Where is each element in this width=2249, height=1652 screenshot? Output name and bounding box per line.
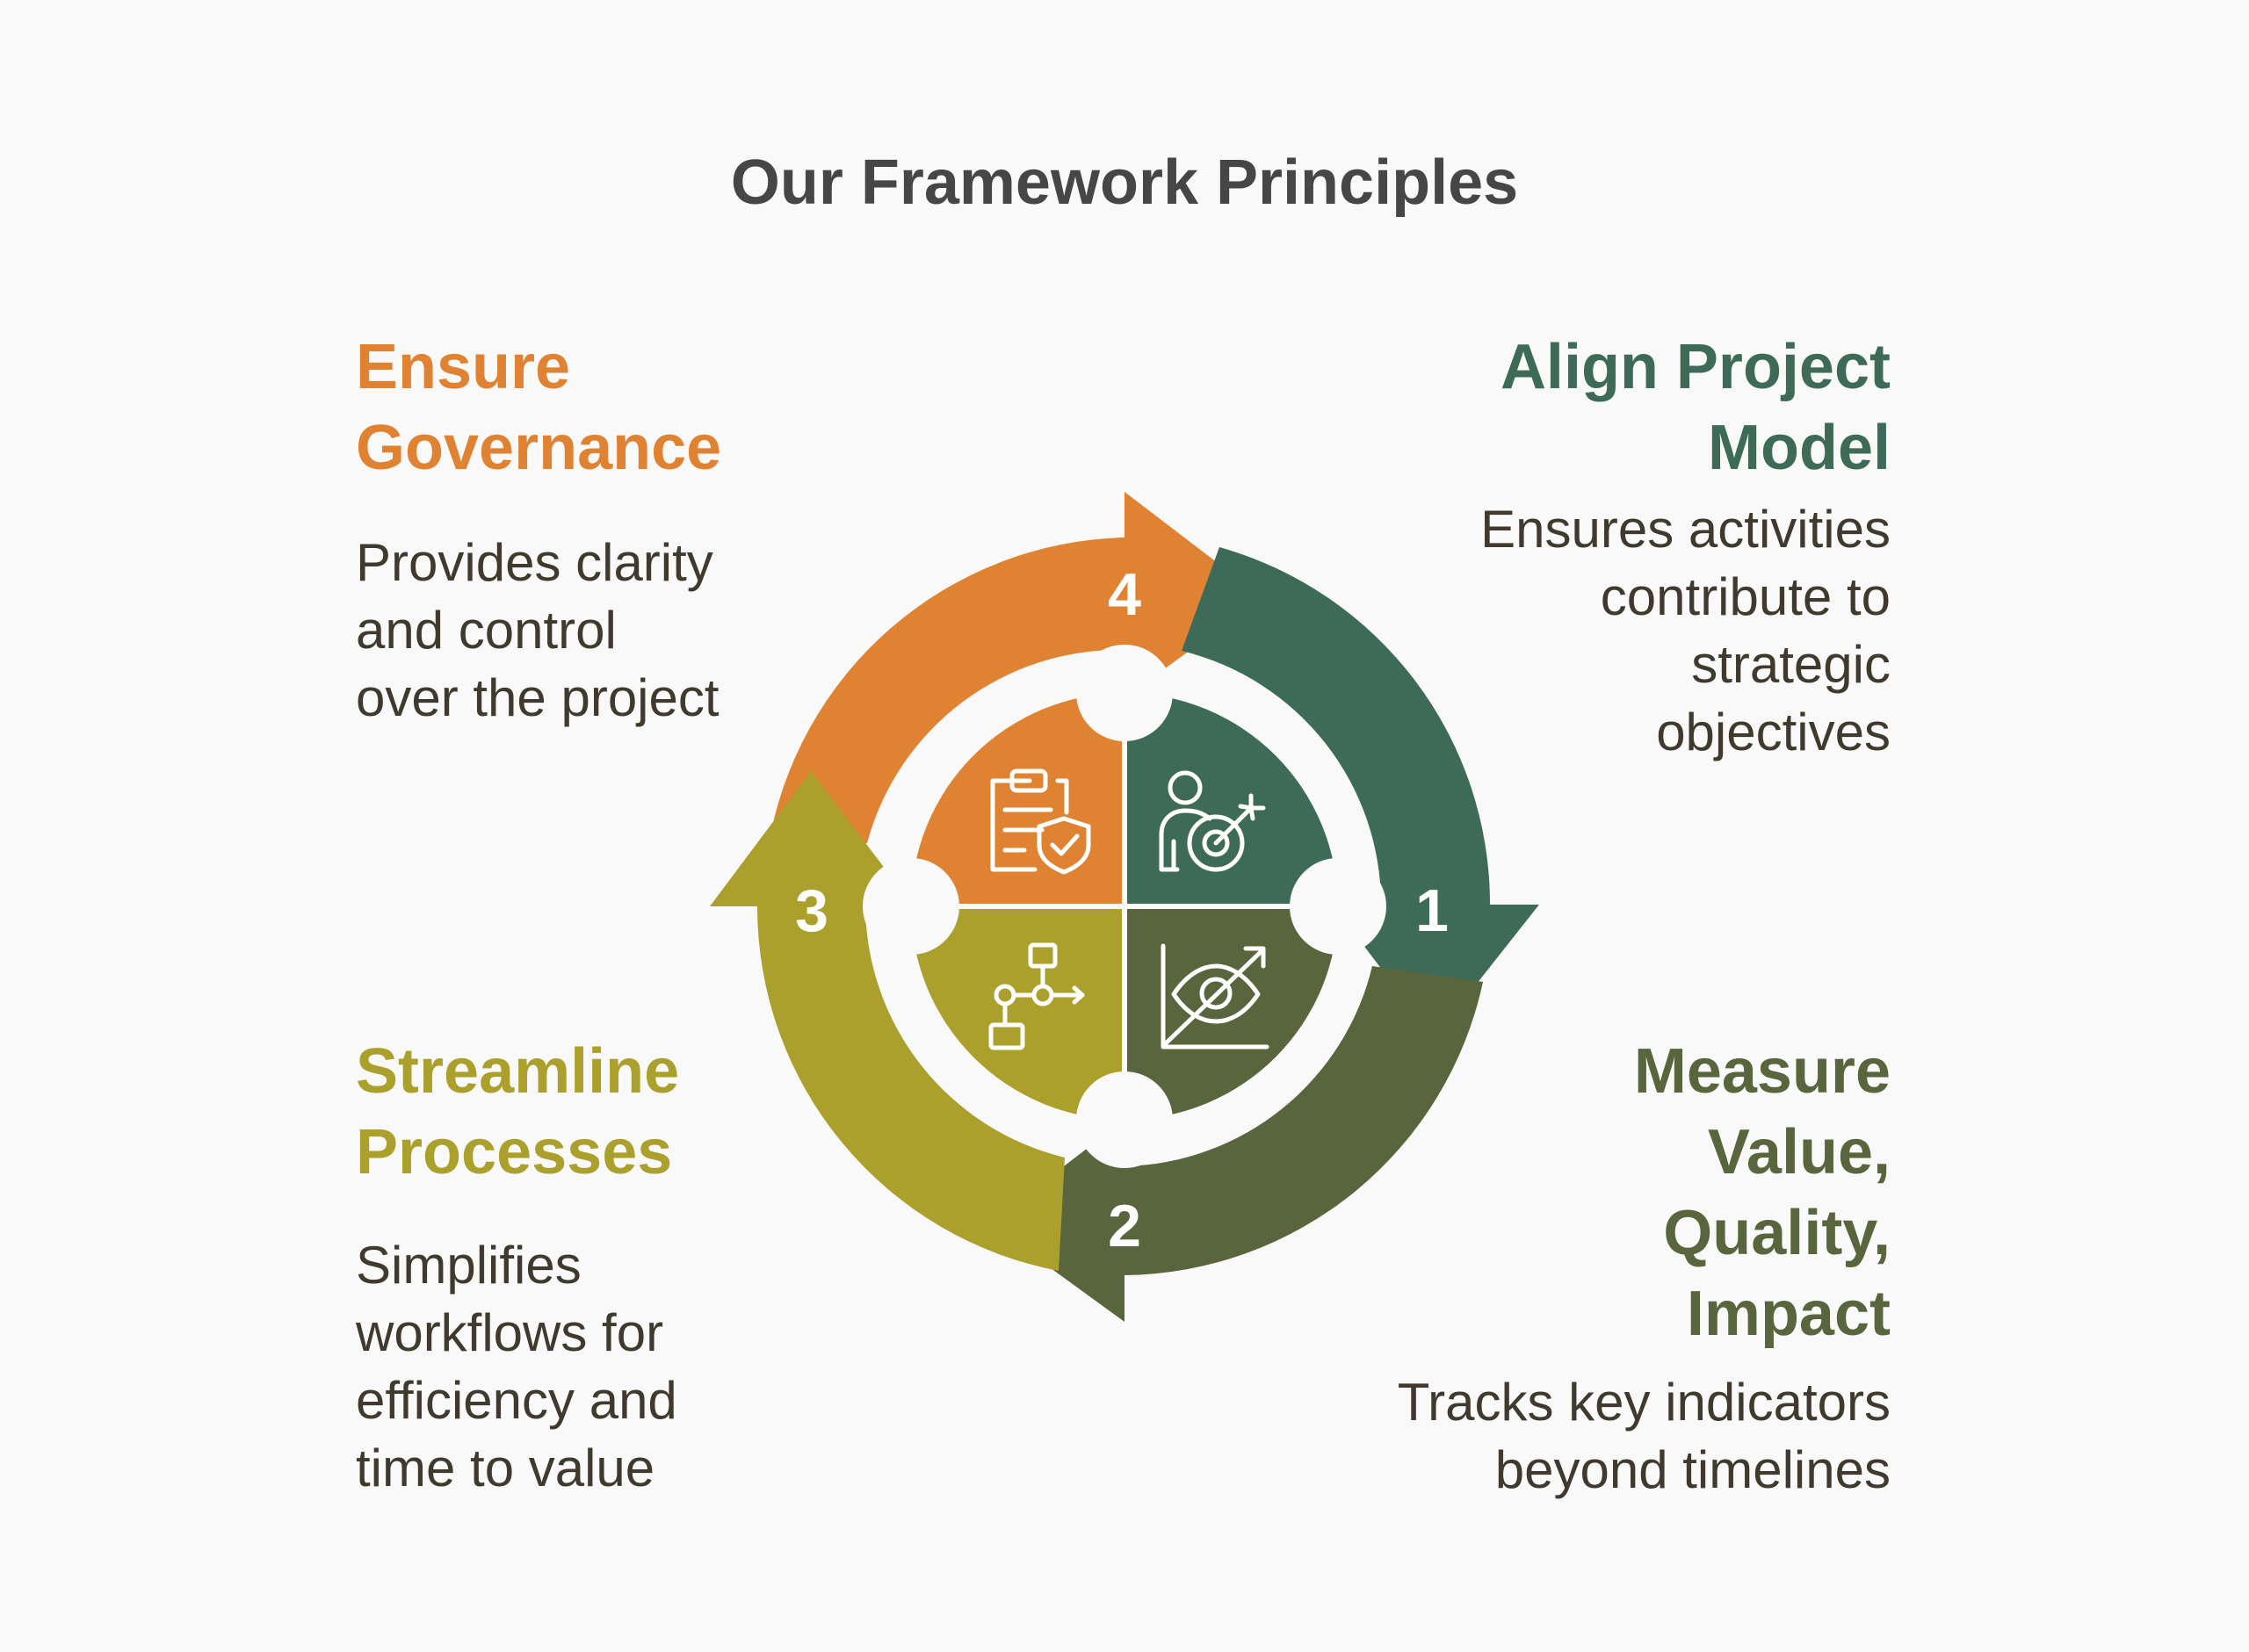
arrow-step-4 [768, 492, 1262, 849]
eye-chart-icon [1161, 943, 1269, 1050]
step-3-heading-line: Streamline [356, 1036, 680, 1107]
step-4-description: Provides clarity and control over the pr… [356, 529, 721, 732]
quadrant-step-3 [911, 906, 1124, 1120]
quadrant-step-1 [1124, 693, 1338, 906]
arrow-step-3 [710, 771, 1065, 1271]
inner-quadrants [863, 645, 1386, 1168]
quadrant-step-2 [1124, 906, 1338, 1120]
step-2-description-line: Tracks key indicators [1397, 1373, 1891, 1432]
step-4-text: Ensure Governance Provides clarity and c… [356, 327, 721, 732]
step-2-description-line: beyond timelines [1494, 1440, 1891, 1499]
step-2-text: Measure Value, Quality, Impact Tracks ke… [1398, 1031, 1891, 1504]
step-3-heading-line: Processes [356, 1117, 673, 1187]
quadrant-step-4 [911, 693, 1124, 906]
step-1-description-line: contribute to [1600, 567, 1891, 626]
step-1-text: Align Project Model Ensures activities c… [1480, 327, 1891, 766]
step-2-heading-line: Value, [1707, 1117, 1891, 1187]
arrow-step-1 [1182, 547, 1539, 1038]
step-3-description-line: efficiency and [356, 1371, 677, 1430]
clipboard-shield-icon [990, 768, 1091, 875]
ring-arrows [710, 492, 1539, 1322]
step-2-heading-line: Measure [1633, 1036, 1891, 1107]
step-4-heading: Ensure Governance [356, 327, 721, 488]
workflow-icon [988, 942, 1085, 1050]
step-1-heading-line: Model [1708, 413, 1891, 483]
step-3-heading: Streamline Processes [356, 1031, 679, 1193]
step-4-description-line: Provides clarity [356, 533, 713, 592]
step-1-description-line: objectives [1656, 703, 1891, 761]
step-4-description-line: over the project [356, 668, 720, 727]
step-number-2: 2 [1108, 1193, 1141, 1259]
step-3-description-line: workflows for [356, 1303, 664, 1362]
step-2-heading-line: Quality, [1663, 1198, 1891, 1268]
step-4-heading-line: Governance [356, 413, 722, 483]
step-1-description: Ensures activities contribute to strateg… [1480, 495, 1891, 766]
step-3-description-line: time to value [356, 1439, 655, 1497]
step-3-description-line: Simplifies [356, 1236, 582, 1295]
step-3-description: Simplifies workflows for efficiency and … [356, 1231, 679, 1502]
step-2-heading: Measure Value, Quality, Impact [1398, 1031, 1891, 1354]
step-1-heading: Align Project Model [1480, 327, 1891, 488]
step-number-1: 1 [1415, 877, 1449, 944]
person-target-icon [1159, 770, 1266, 872]
page-title: Our Framework Principles [730, 148, 1519, 218]
step-2-description: Tracks key indicators beyond timelines [1398, 1368, 1891, 1504]
step-1-description-line: strategic [1691, 635, 1891, 694]
step-4-heading-line: Ensure [356, 332, 571, 402]
step-4-description-line: and control [356, 601, 617, 660]
step-1-heading-line: Align Project [1500, 332, 1891, 402]
step-1-description-line: Ensures activities [1480, 500, 1891, 559]
step-number-3: 3 [795, 877, 828, 944]
step-2-heading-line: Impact [1686, 1279, 1891, 1349]
arrow-step-2 [989, 966, 1483, 1322]
step-number-4: 4 [1108, 561, 1141, 628]
step-3-text: Streamline Processes Simplifies workflow… [356, 1031, 679, 1502]
